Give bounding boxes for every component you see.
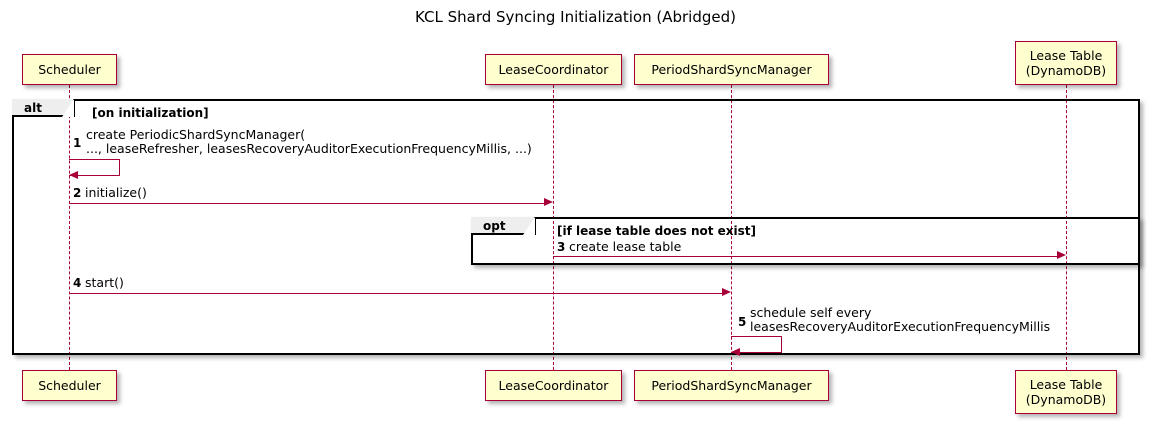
- message-1-arrowhead: [69, 171, 78, 179]
- participant-scheduler-bottom[interactable]: Scheduler: [22, 370, 117, 401]
- message-5-number: 5: [738, 315, 747, 329]
- participant-period-shard-sync-manager-bottom[interactable]: PeriodShardSyncManager: [634, 370, 829, 401]
- diagram-title: KCL Shard Syncing Initialization (Abridg…: [415, 8, 736, 26]
- message-2-arrowhead: [544, 198, 553, 206]
- participant-lease-table-bottom[interactable]: Lease Table (DynamoDB): [1015, 370, 1117, 414]
- fragment-alt-operator-label: alt: [24, 101, 42, 115]
- message-3-number: 3: [557, 240, 566, 254]
- message-5-label: schedule self every leasesRecoveryAudito…: [750, 305, 1051, 334]
- fragment-alt-condition: [on initialization]: [92, 106, 209, 120]
- message-3-line: [553, 256, 1057, 257]
- participant-lease-coordinator-bottom[interactable]: LeaseCoordinator: [485, 370, 622, 401]
- fragment-opt-operator-label: opt: [483, 219, 506, 233]
- message-3-label: create lease table: [569, 239, 682, 254]
- message-5-self-loop: [731, 336, 782, 353]
- fragment-opt-condition: [if lease table does not exist]: [557, 224, 757, 238]
- fragment-alt-notch: [62, 99, 74, 117]
- fragment-opt-notch: [523, 217, 535, 235]
- participant-period-shard-sync-manager-top[interactable]: PeriodShardSyncManager: [634, 54, 829, 85]
- message-5-arrowhead: [731, 348, 740, 356]
- lifeline-scheduler: [69, 85, 70, 370]
- message-1-label: create PeriodicShardSyncManager( ..., le…: [86, 127, 532, 156]
- fragment-opt-operator-box: opt: [471, 217, 536, 235]
- message-3-arrowhead: [1057, 251, 1066, 259]
- fragment-opt: [471, 217, 1140, 265]
- message-2-line: [69, 203, 544, 204]
- message-4-label: start(): [85, 275, 124, 290]
- lifeline-lease-table: [1066, 85, 1067, 370]
- fragment-alt-operator-box: alt: [12, 99, 75, 117]
- lifeline-period-shard-sync-manager: [731, 85, 732, 370]
- participant-lease-table-top[interactable]: Lease Table (DynamoDB): [1015, 41, 1117, 85]
- message-4-number: 4: [73, 276, 82, 290]
- participant-scheduler-top[interactable]: Scheduler: [22, 54, 117, 85]
- message-2-label: initialize(): [85, 185, 147, 200]
- message-1-number: 1: [73, 136, 82, 150]
- participant-lease-coordinator-top[interactable]: LeaseCoordinator: [485, 54, 622, 85]
- message-1-self-loop: [69, 159, 120, 176]
- message-2-number: 2: [73, 186, 82, 200]
- message-4-line: [69, 293, 722, 294]
- message-4-arrowhead: [722, 288, 731, 296]
- lifeline-lease-coordinator: [553, 85, 554, 370]
